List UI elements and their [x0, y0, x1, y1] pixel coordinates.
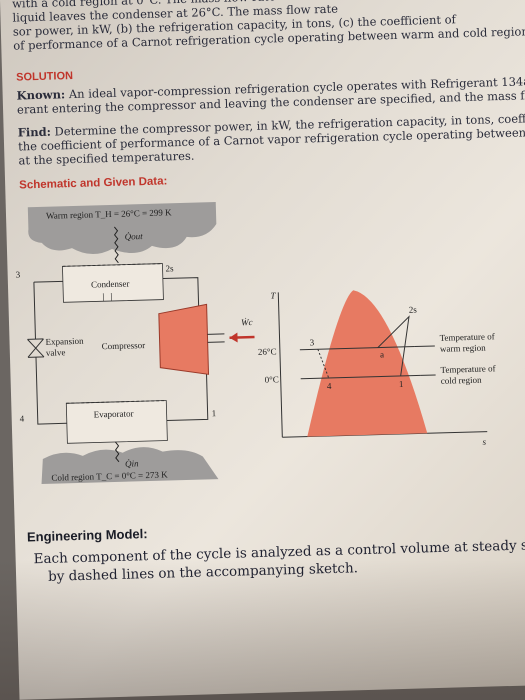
wc-label: Ẇc	[241, 317, 253, 327]
ts-state-4: 4	[327, 381, 332, 391]
compressor-shape	[158, 303, 210, 375]
expansion-valve-icon	[27, 338, 45, 358]
warm-region-label: Warm region T_H = 26°C = 299 K	[46, 207, 172, 221]
known-label: Known:	[16, 87, 66, 103]
state-1-label: 1	[211, 408, 216, 418]
state-4-label: 4	[20, 413, 25, 423]
legend-cold-1: Temperature of	[440, 363, 495, 375]
state-2s-label: 2s	[165, 263, 174, 273]
ts-point-a: a	[380, 349, 384, 359]
t-axis-label: T	[270, 290, 276, 300]
t-axis	[277, 292, 283, 438]
cycle-figure: Warm region T_H = 26°C = 299 K Q̇out Con…	[16, 202, 496, 485]
engineering-model-heading: Engineering Model:	[26, 526, 148, 545]
state-3-label: 3	[16, 270, 21, 280]
expansion-label-2: valve	[46, 347, 66, 358]
schematic-heading: Schematic and Given Data:	[19, 175, 168, 192]
t-cold-label: 0°C	[265, 374, 279, 384]
compressor-label: Compressor	[102, 340, 146, 351]
t-warm-label: 26°C	[258, 346, 277, 357]
solution-heading: SOLUTION	[16, 69, 74, 84]
legend-cold-2: cold region	[441, 375, 483, 386]
legend-warm-1: Temperature of	[439, 331, 494, 343]
q-in-label: Q̇in	[125, 458, 139, 468]
evaporator-label: Evaporator	[93, 408, 133, 419]
find-label: Find:	[17, 124, 52, 140]
q-out-arrow	[113, 226, 119, 264]
q-in-arrow	[114, 441, 120, 463]
cold-region-label: Cold region T_C = 0°C = 273 K	[51, 469, 168, 482]
warm-region-cloud	[27, 202, 217, 255]
ts-state-1: 1	[399, 379, 404, 389]
q-out-label: Q̇out	[125, 231, 144, 242]
cold-region-cloud	[41, 447, 219, 485]
ts-state-3: 3	[310, 337, 315, 347]
legend-warm-2: warm region	[440, 343, 486, 354]
ts-state-2s: 2s	[409, 304, 418, 314]
expansion-label-1: Expansion	[45, 336, 84, 347]
s-axis-label: s	[482, 437, 486, 447]
vapor-dome	[307, 290, 428, 437]
evaporator-box	[65, 400, 168, 444]
condenser-label: Condenser	[91, 278, 130, 289]
